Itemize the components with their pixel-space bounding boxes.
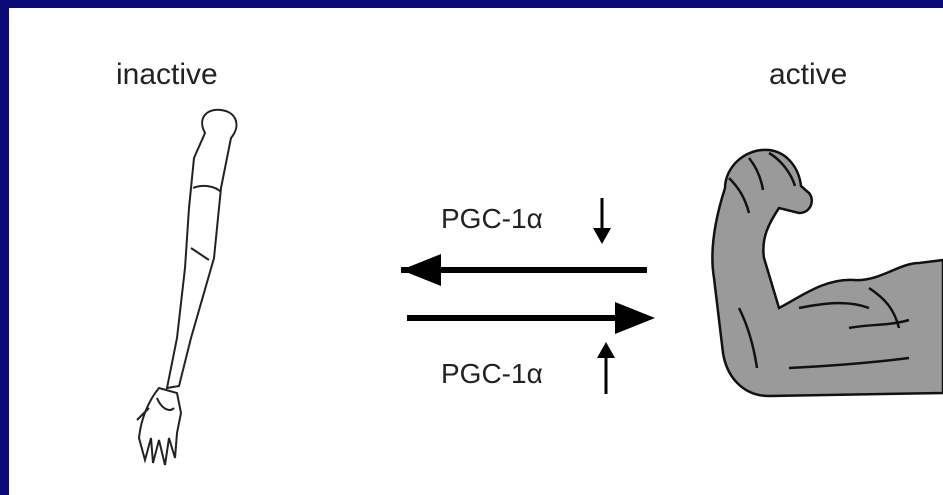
diagram-panel: inactive active PGC-1α PGC-1α bbox=[9, 8, 943, 495]
inactive-arm-icon bbox=[136, 108, 238, 466]
down-arrow-icon bbox=[593, 198, 611, 244]
pgc-label-bottom: PGC-1α bbox=[441, 358, 543, 389]
diagram-graphics bbox=[136, 108, 943, 466]
arrow-to-inactive bbox=[401, 254, 647, 286]
inactive-label: inactive bbox=[116, 58, 218, 91]
active-arm-icon bbox=[711, 148, 943, 398]
active-label: active bbox=[769, 58, 848, 91]
pgc-label-top: PGC-1α bbox=[441, 203, 543, 234]
arrow-to-active bbox=[407, 302, 655, 334]
up-arrow-icon bbox=[597, 342, 615, 394]
